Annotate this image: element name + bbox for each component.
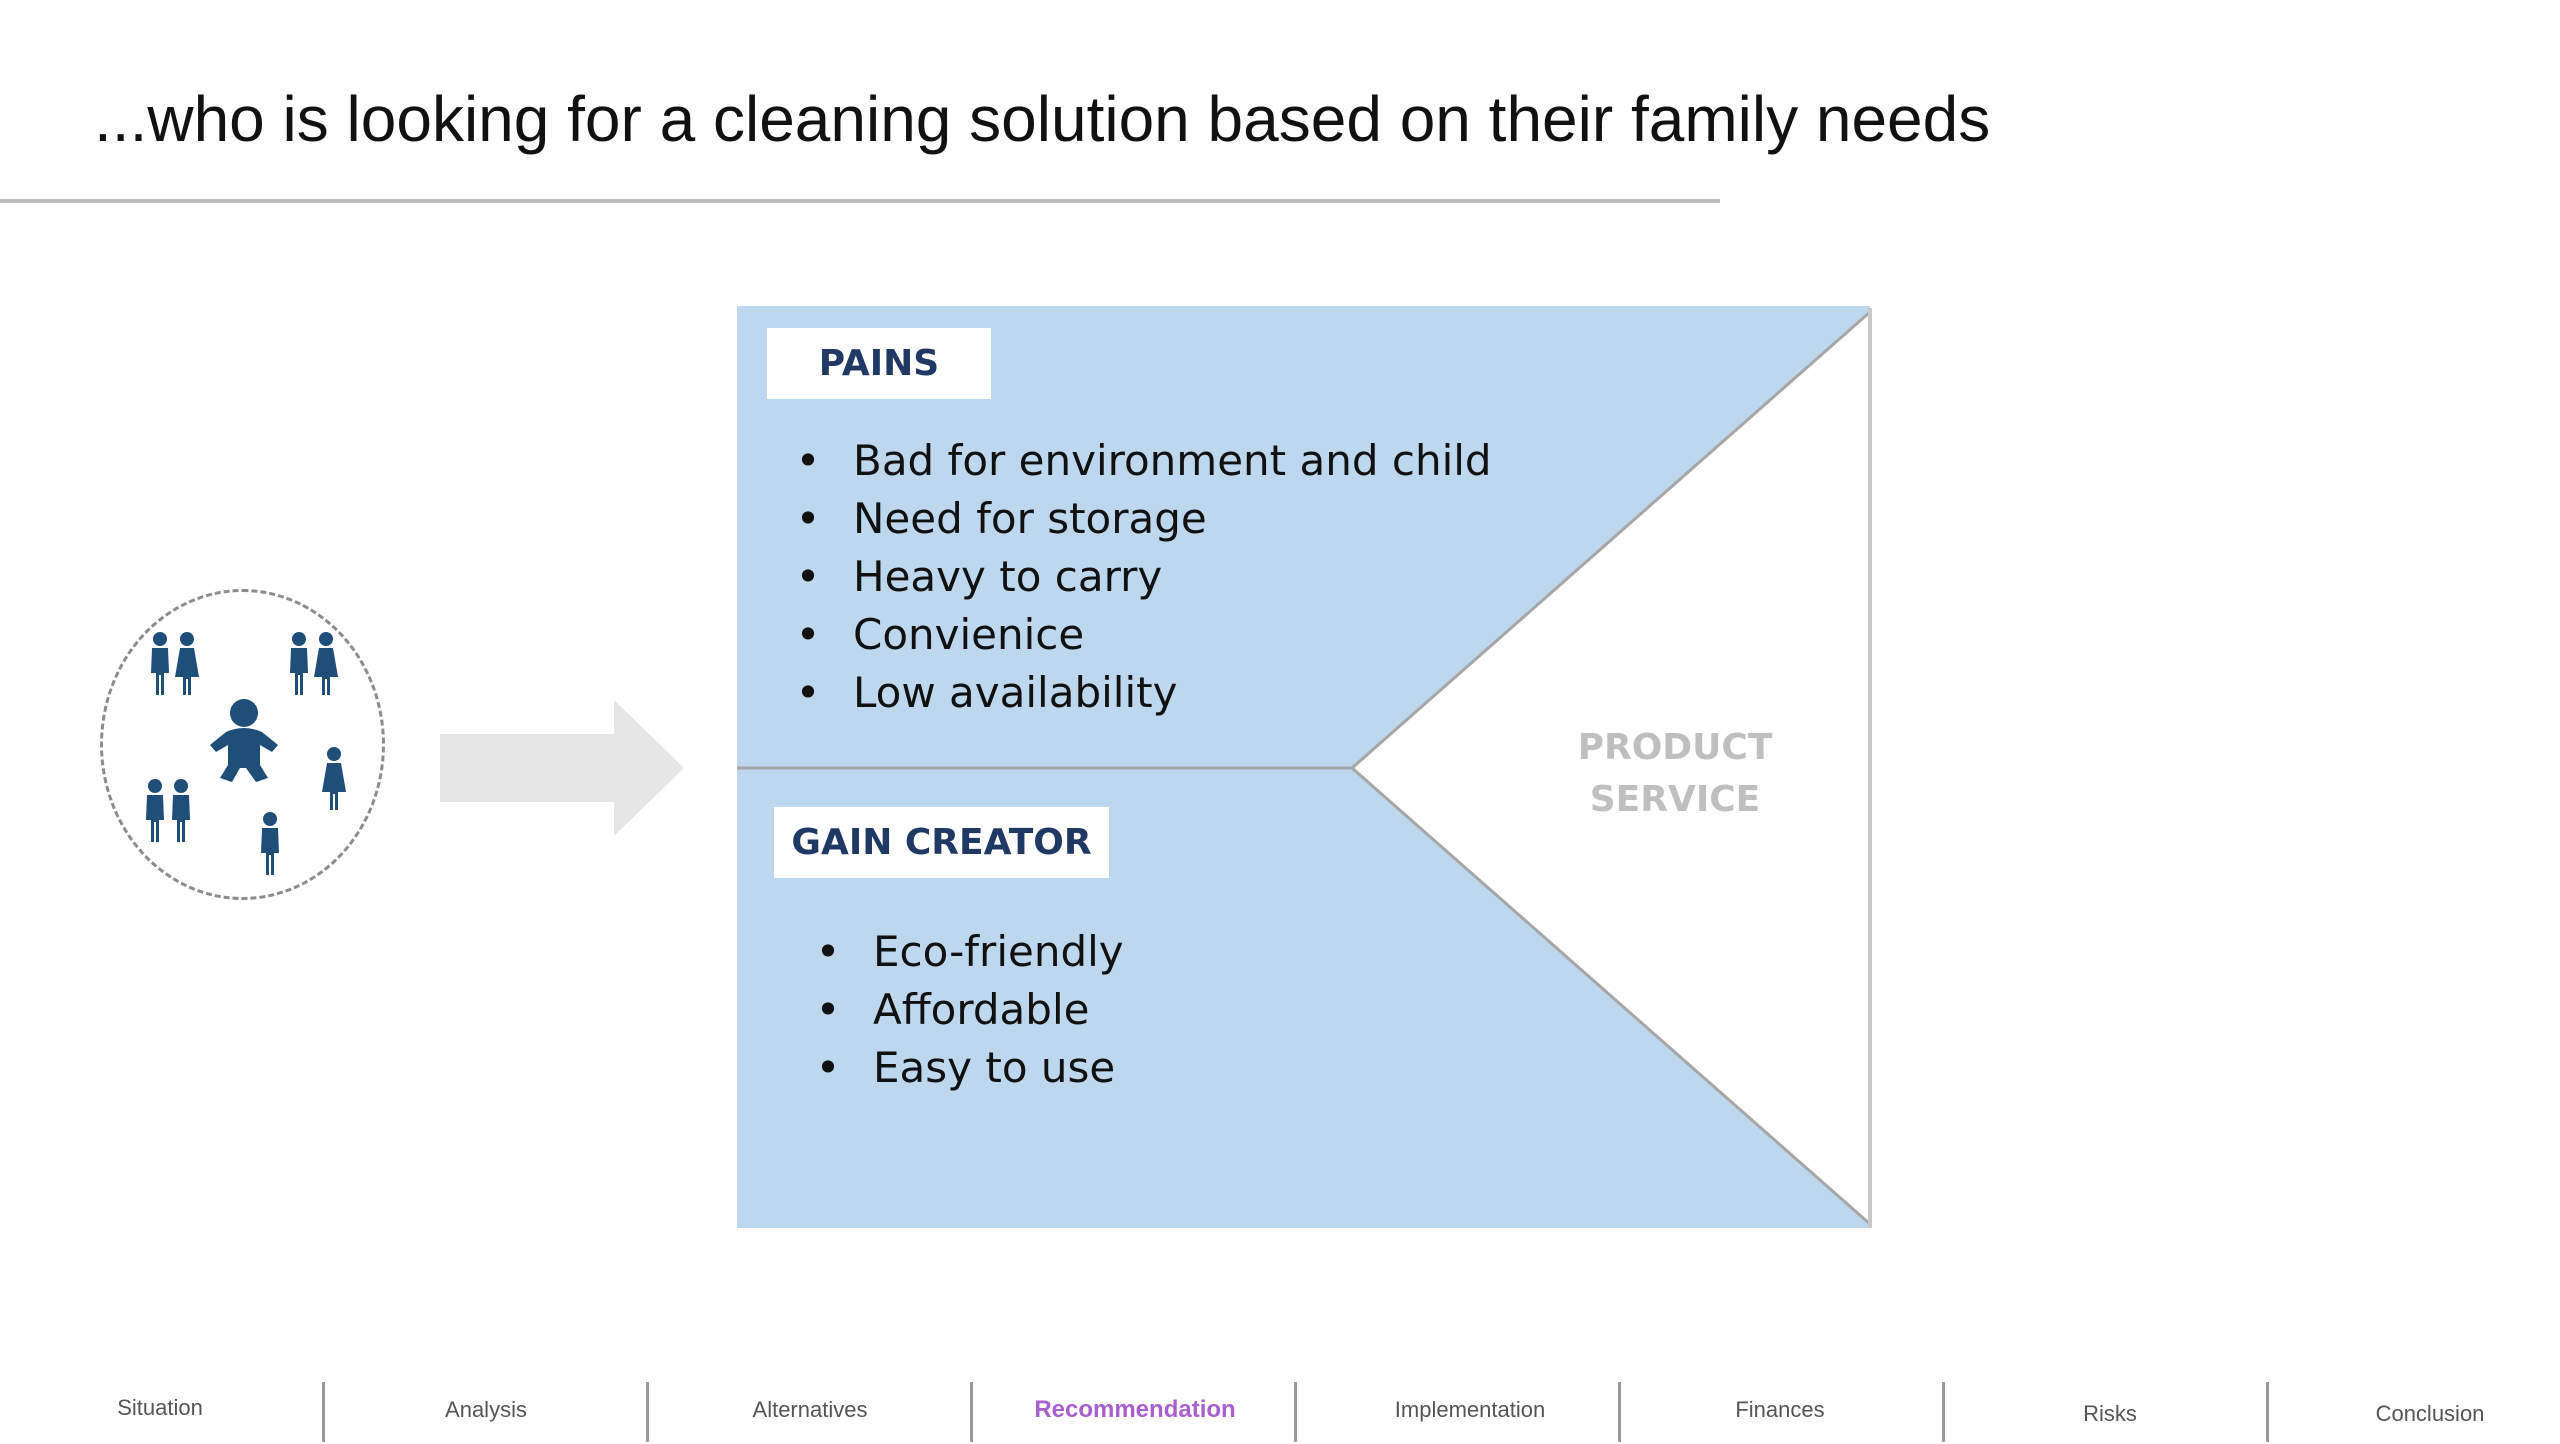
list-item: •Heavy to carry	[795, 552, 1163, 601]
nav-separator	[646, 1382, 649, 1442]
nav-item-analysis[interactable]: Analysis	[445, 1397, 527, 1422]
slide-title: ...who is looking for a cleaning solutio…	[94, 83, 1991, 155]
list-item: •Eco-friendly	[815, 927, 1124, 976]
right-arrow-icon	[440, 700, 684, 836]
list-item: •Easy to use	[815, 1043, 1116, 1092]
list-item: •Low availability	[795, 668, 1178, 717]
section-navigation: Situation Analysis Alternatives Recommen…	[0, 1380, 2560, 1440]
nav-item-recommendation[interactable]: Recommendation	[1034, 1396, 1236, 1423]
product-service-label: PRODUCT SERVICE	[1540, 722, 1810, 826]
service-label-line: SERVICE	[1589, 779, 1761, 820]
nav-separator	[1618, 1382, 1621, 1442]
title-divider	[0, 199, 1720, 203]
nav-separator	[1294, 1382, 1297, 1442]
nav-item-conclusion[interactable]: Conclusion	[2375, 1401, 2485, 1426]
nav-item-alternatives[interactable]: Alternatives	[752, 1397, 868, 1422]
nav-item-risks[interactable]: Risks	[2083, 1401, 2137, 1426]
gain-creator-list: •Eco-friendly •Affordable •Easy to use	[815, 923, 1124, 1097]
nav-item-situation[interactable]: Situation	[117, 1395, 203, 1420]
nav-separator	[322, 1382, 325, 1442]
list-item: •Need for storage	[795, 494, 1207, 543]
list-item: •Affordable	[815, 985, 1090, 1034]
pains-label: PAINS	[767, 328, 991, 399]
list-item: •Convienice	[795, 610, 1085, 659]
list-item: •Bad for environment and child	[795, 436, 1492, 485]
customer-segment-circle	[100, 589, 385, 900]
nav-separator	[2266, 1382, 2269, 1442]
nav-item-finances[interactable]: Finances	[1735, 1397, 1825, 1422]
pains-list: •Bad for environment and child •Need for…	[795, 432, 1492, 722]
gain-creator-label: GAIN CREATOR	[774, 807, 1109, 878]
nav-separator	[970, 1382, 973, 1442]
nav-item-implementation[interactable]: Implementation	[1394, 1397, 1546, 1422]
nav-separator	[1942, 1382, 1945, 1442]
product-label-line: PRODUCT	[1577, 727, 1773, 768]
